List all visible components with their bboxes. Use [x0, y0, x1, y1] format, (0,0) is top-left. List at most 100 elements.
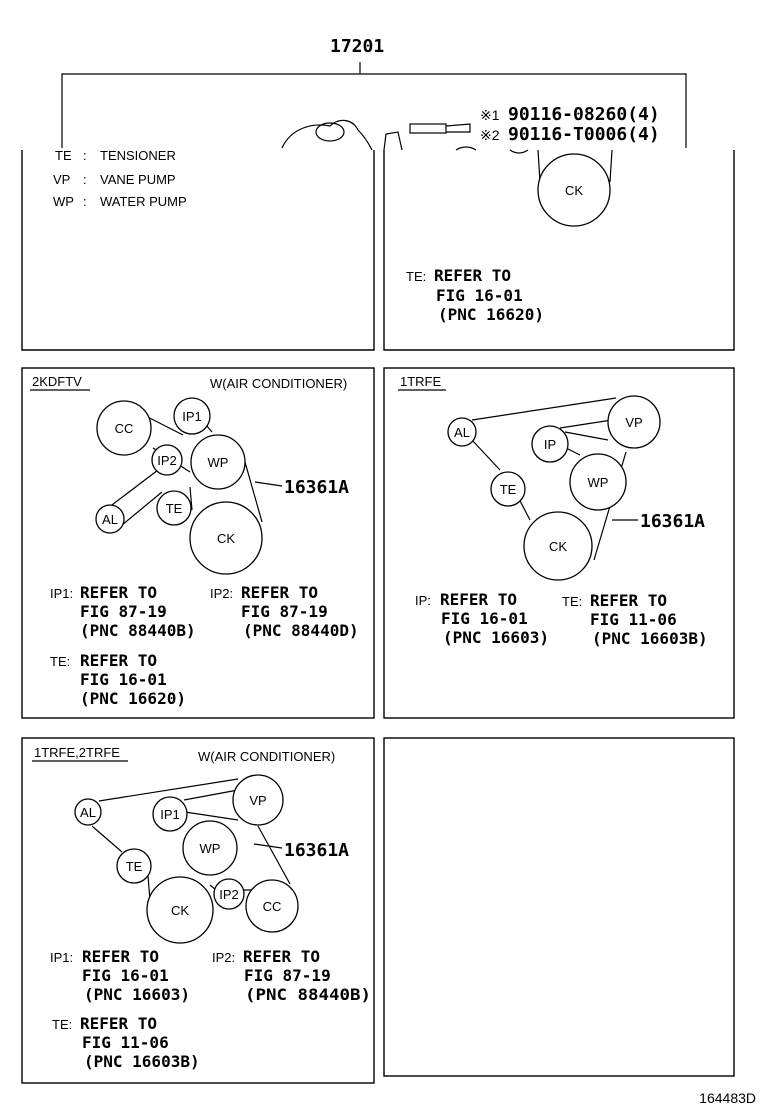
pulley-te-label: TE: [500, 482, 517, 497]
te-ref-line3[interactable]: (PNC 16620): [80, 689, 186, 708]
top-left-panel: [21, 150, 375, 351]
pulley-ip2[interactable]: [213, 878, 245, 910]
te-ref-line2[interactable]: FIG 16-01: [80, 670, 167, 689]
pulley-ip2-label: IP2: [157, 453, 177, 468]
pulley-cc-label: CC: [115, 421, 134, 436]
pulley-te-label: TE: [126, 859, 143, 874]
legend-sep-vp: :: [83, 172, 87, 187]
ip1-tag: IP1:: [50, 586, 73, 601]
pulley-ck-label: CK: [217, 531, 235, 546]
pulley-wp[interactable]: [569, 453, 627, 511]
pulley-te-label: TE: [166, 501, 183, 516]
engine-label-1trfe-2trfe: 1TRFE,2TRFE: [34, 745, 120, 760]
te-ref-line3[interactable]: (PNC 16603B): [592, 629, 708, 648]
pulley-te[interactable]: [490, 471, 526, 507]
te-tag: TE:: [406, 269, 426, 284]
ip2-ref-line2[interactable]: FIG 87-19: [244, 966, 331, 985]
pulley-ip1-label: IP1: [160, 807, 180, 822]
pulley-cc-label: CC: [263, 899, 282, 914]
pulley-al[interactable]: [95, 504, 125, 534]
ip-ref-line2[interactable]: FIG 16-01: [441, 609, 528, 628]
pulley-al-label: AL: [102, 512, 118, 527]
belt-routing-1trfe: [471, 397, 627, 561]
pulley-vp-label: VP: [249, 793, 266, 808]
pulley-ip1[interactable]: [173, 397, 211, 435]
bolt2-mark: ※2: [480, 127, 500, 143]
ip-ref-line1[interactable]: REFER TO: [440, 590, 517, 609]
pulley-ip-label: IP: [544, 437, 556, 452]
te-ref-line1[interactable]: REFER TO: [80, 651, 157, 670]
panel-2kdftv: [21, 367, 375, 719]
pulley-vp[interactable]: [607, 395, 661, 449]
ip1-ref-line1[interactable]: REFER TO: [82, 947, 159, 966]
pulley-te[interactable]: [156, 490, 192, 526]
ip2-ref-line3[interactable]: (PNC 88440B): [245, 985, 371, 1004]
pulley-cc[interactable]: [245, 879, 299, 933]
legend-abbr-wp: WP: [53, 194, 74, 209]
belt-part-number[interactable]: 16361A: [284, 840, 349, 861]
te-ref-line2[interactable]: FIG 11-06: [82, 1033, 169, 1052]
pulley-al[interactable]: [447, 417, 477, 447]
ip1-ref-line3[interactable]: (PNC 16603): [84, 985, 190, 1004]
top-right-panel: [383, 150, 735, 351]
pulley-ck[interactable]: [523, 511, 593, 581]
belt-part-number[interactable]: 16361A: [640, 511, 705, 532]
pulley-te[interactable]: [116, 848, 152, 884]
legend-desc-wp: WATER PUMP: [100, 194, 187, 209]
pulley-vp[interactable]: [232, 774, 284, 826]
te-ref-line1[interactable]: REFER TO: [590, 591, 667, 610]
ip1-ref-line1[interactable]: REFER TO: [80, 583, 157, 602]
pulley-al[interactable]: [74, 798, 102, 826]
pulley-wp[interactable]: [182, 820, 238, 876]
top-right-belt: [537, 149, 613, 183]
ip2-ref-line2[interactable]: FIG 87-19: [241, 602, 328, 621]
te-ref-line3[interactable]: (PNC 16620): [438, 305, 544, 324]
legend-abbr-te: TE: [55, 148, 72, 163]
pulley-al-label: AL: [454, 425, 470, 440]
panel-1trfe: [383, 367, 735, 719]
pulley-ip[interactable]: [531, 425, 569, 463]
ip2-tag: IP2:: [212, 950, 235, 965]
ip1-ref-line2[interactable]: FIG 87-19: [80, 602, 167, 621]
bolt2-part[interactable]: 90116-T0006(4): [508, 124, 660, 145]
pulley-wp-label: WP: [200, 841, 221, 856]
pulley-ck-label: CK: [171, 903, 189, 918]
ip2-ref-line1[interactable]: REFER TO: [241, 583, 318, 602]
ip2-ref-line1[interactable]: REFER TO: [243, 947, 320, 966]
pulley-ip1-label: IP1: [182, 409, 202, 424]
ip-ref-line3[interactable]: (PNC 16603): [443, 628, 549, 647]
assembly-number[interactable]: 17201: [330, 36, 384, 57]
ip1-ref-line2[interactable]: FIG 16-01: [82, 966, 169, 985]
ip1-ref-line3[interactable]: (PNC 88440B): [80, 621, 196, 640]
pulley-ip2[interactable]: [151, 444, 183, 476]
te-tag: TE:: [50, 654, 70, 669]
pulley-ck-label: CK: [565, 183, 583, 198]
te-ref-line2[interactable]: FIG 16-01: [436, 286, 523, 305]
te-tag: TE:: [562, 594, 582, 609]
bolt1-part[interactable]: 90116-08260(4): [508, 104, 660, 125]
legend-sep-te: :: [83, 148, 87, 163]
pulley-vp-label: VP: [625, 415, 642, 430]
drawing-number: 164483D: [699, 1090, 756, 1106]
panel-1trfe-2trfe: [21, 737, 375, 1084]
ip2-tag: IP2:: [210, 586, 233, 601]
pulley-wp-label: WP: [208, 455, 229, 470]
belt-part-number[interactable]: 16361A: [284, 477, 349, 498]
te-ref-line1[interactable]: REFER TO: [80, 1014, 157, 1033]
te-ref-line1[interactable]: REFER TO: [434, 266, 511, 285]
legend-sep-wp: :: [83, 194, 87, 209]
te-ref-line2[interactable]: FIG 11-06: [590, 610, 677, 629]
pulley-cc[interactable]: [96, 400, 152, 456]
belt-routing-1trfe-2trfe: [91, 778, 291, 901]
pulley-ip1[interactable]: [152, 796, 188, 832]
pulley-ck[interactable]: [146, 876, 214, 944]
te-ref-line3[interactable]: (PNC 16603B): [84, 1052, 200, 1071]
pulley-ip2-label: IP2: [219, 887, 239, 902]
ip2-ref-line3[interactable]: (PNC 88440D): [243, 621, 359, 640]
condition-label: W(AIR CONDITIONER): [198, 749, 335, 764]
pulley-wp[interactable]: [190, 434, 246, 490]
pulley-ck[interactable]: [537, 153, 611, 227]
pulley-ck[interactable]: [189, 501, 263, 575]
panel-empty: [383, 737, 735, 1077]
